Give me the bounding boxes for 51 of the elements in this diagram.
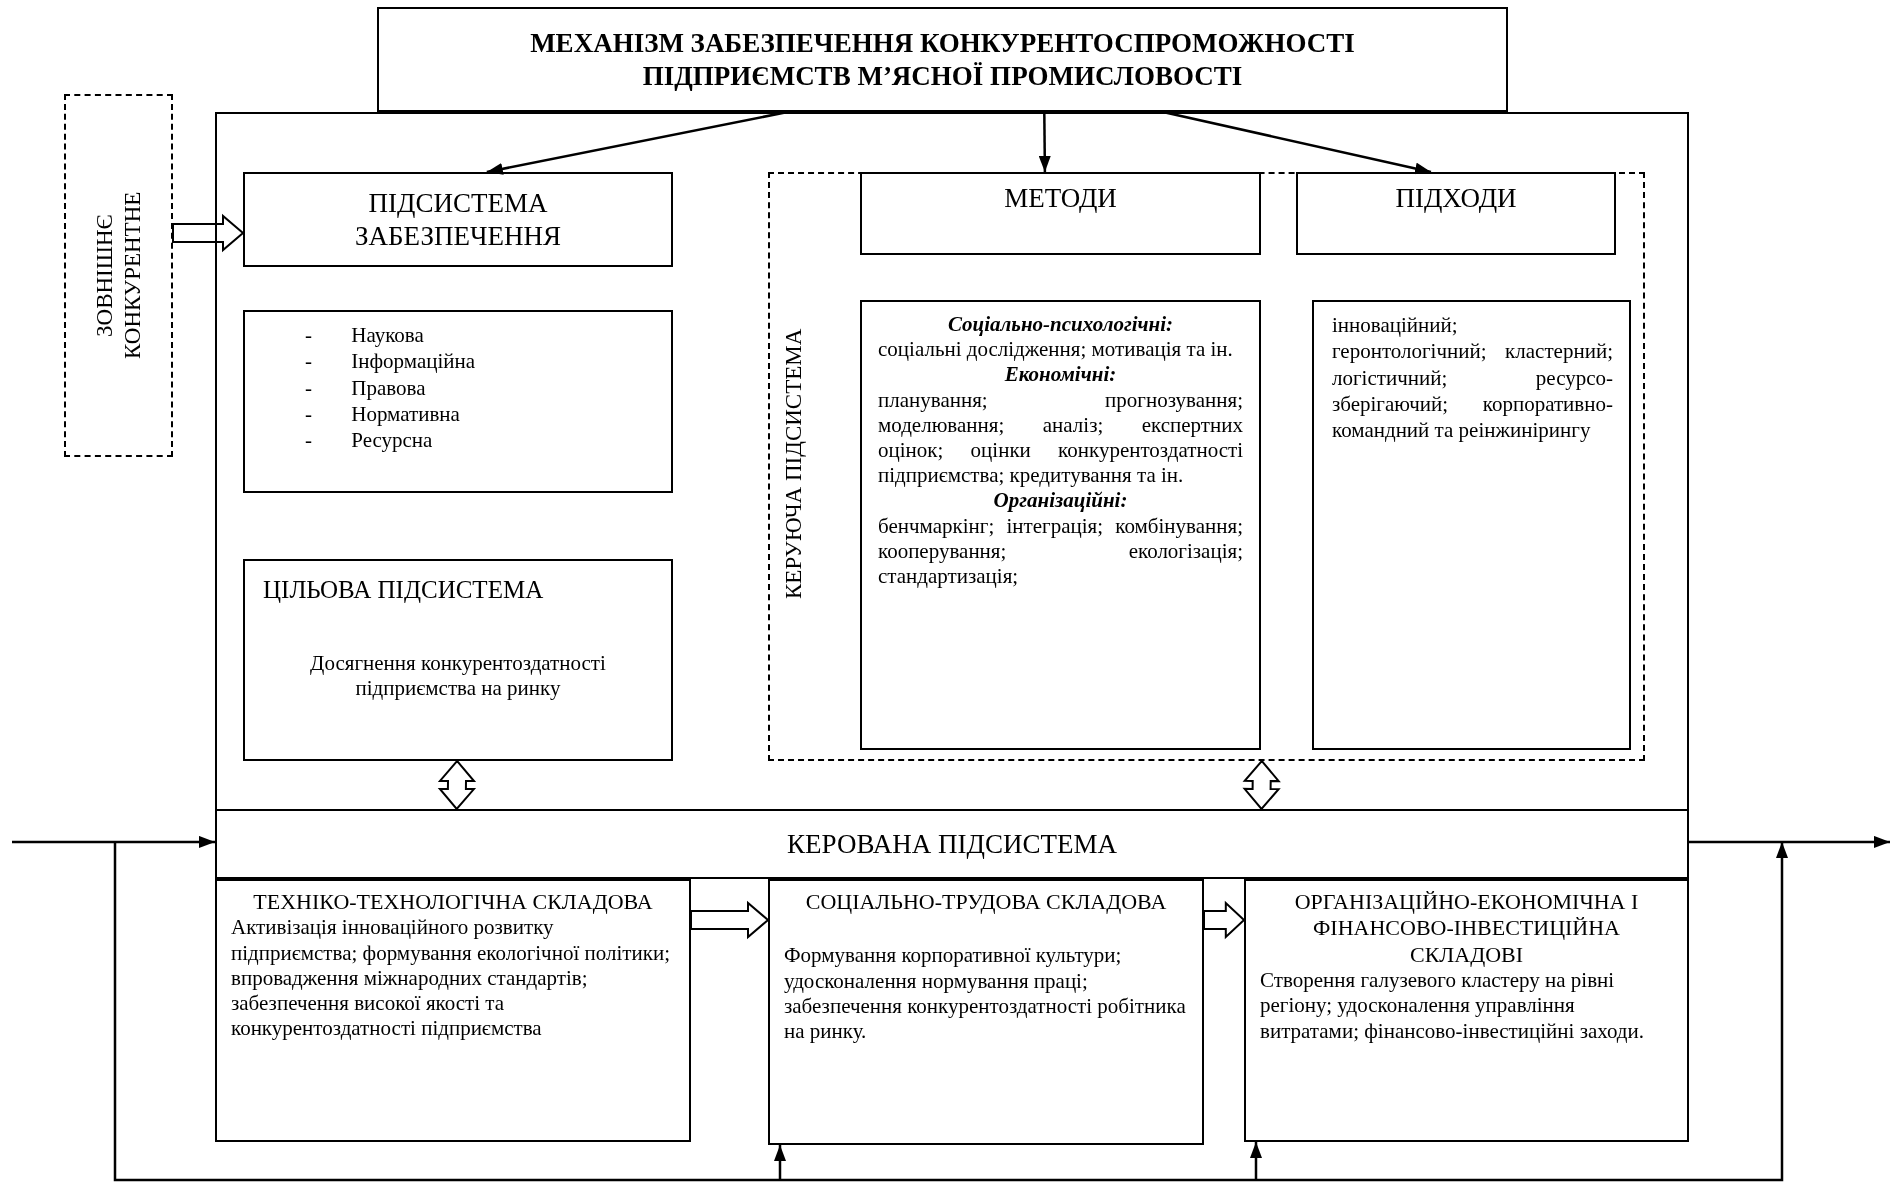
body-text: Формування корпоративної культури; удосконалення нормування праці; забезпечення конкурентоздатності робітника на ринку.: [784, 943, 1187, 1045]
arrow: [1038, 112, 1051, 172]
approaches-header-box: [1296, 172, 1616, 255]
double-block-arrow: [1242, 759, 1281, 811]
heading-text: ПІДХОДИ: [1394, 182, 1518, 215]
body-text: соціальні дослідження; мотивація та ін.: [878, 337, 1234, 363]
block-arrow: [172, 213, 245, 253]
heading-text: ТЕХНІКО-ТЕХНОЛОГІЧНА СКЛАДОВА: [252, 889, 654, 916]
title-text: МЕХАНІЗМ ЗАБЕЗПЕЧЕННЯ КОНКУРЕНТОСПРОМОЖНОСТІ ПІДПРИЄМСТВ М’ЯСНОЇ ПРОМИСЛОВОСТІ: [529, 27, 1356, 92]
heading-text: ЦІЛЬОВА ПІДСИСТЕМА: [263, 575, 545, 605]
arrow: [774, 1145, 786, 1180]
heading-text: КЕРОВАНА ПІДСИСТЕМА: [786, 827, 1118, 861]
list-item: - Наукова: [305, 322, 425, 349]
title-box: [377, 7, 1508, 112]
heading-text: СОЦІАЛЬНО-ТРУДОВА СКЛАДОВА: [804, 889, 1168, 916]
arrow: [1250, 1142, 1262, 1180]
frame-box: [215, 112, 1689, 879]
double-block-arrow: [437, 759, 477, 811]
list-item: - Нормативна: [305, 400, 461, 427]
body-text: бенчмаркінг; інтеграція; комбінування; кооперування; екологізація; стандартизація;: [878, 513, 1243, 590]
subsystem-box: [243, 172, 673, 267]
component-box: [1244, 879, 1689, 1142]
list-item: - Правова: [305, 374, 427, 401]
block-arrow: [690, 900, 770, 940]
heading-text: МЕТОДИ: [1003, 182, 1118, 215]
body-text: інноваційний; геронтологічний; кластерний; логістичний; ресурсо-зберігаючий; корпоративно-командний та реінжинірингу: [1332, 312, 1613, 444]
block-arrow: [1203, 900, 1246, 940]
list-item: - Ресурсна: [305, 427, 434, 454]
vertical-label: ЗОВНІШНЄ КОНКУРЕНТНЕ: [90, 190, 146, 362]
environment-box: [64, 94, 173, 457]
control-subsystem-frame: [768, 172, 1645, 761]
category-heading: Економічні:: [1003, 362, 1118, 388]
approaches-box: [1312, 300, 1631, 750]
category-heading: Соціально-психологічні:: [946, 312, 1175, 338]
component-box: [768, 879, 1204, 1145]
category-heading: Організаційні:: [992, 488, 1129, 514]
vertical-label: КЕРУЮЧА ПІДСИСТЕМА: [780, 327, 807, 602]
heading-text: ПІДСИСТЕМА ЗАБЕЗПЕЧЕННЯ: [354, 187, 562, 252]
arrow: [12, 835, 215, 848]
list-box: [243, 310, 673, 493]
body-text: Створення галузевого кластеру на рівні регіону; удосконалення управління витратами; фінансово-інвестиційні заходи.: [1260, 968, 1646, 1044]
arrow: [1689, 835, 1890, 848]
methods-box: [860, 300, 1261, 750]
body-text: Досягнення конкурентоздатності підприємства на ринку: [309, 651, 607, 702]
body-text: планування; прогнозування; моделювання; аналіз; експертних оцінок; оцінки конкурентоздатності підприємства; кредитування та ін.: [878, 387, 1243, 489]
methods-header-box: [860, 172, 1261, 255]
list-item: - Інформаційна: [305, 348, 477, 375]
body-text: Активізація інноваційного розвитку підприємства; формування екологічної політики; впровадження міжнародних стандартів; забезпечення високої якості та конкурентоздатності підприємства: [231, 915, 671, 1042]
component-box: [215, 879, 691, 1142]
heading-text: ОРГАНІЗАЦІЙНО-ЕКОНОМІЧНА І ФІНАНСОВО-ІНВЕСТИЦІЙНА СКЛАДОВІ: [1293, 889, 1640, 969]
target-subsystem-box: [243, 559, 673, 761]
